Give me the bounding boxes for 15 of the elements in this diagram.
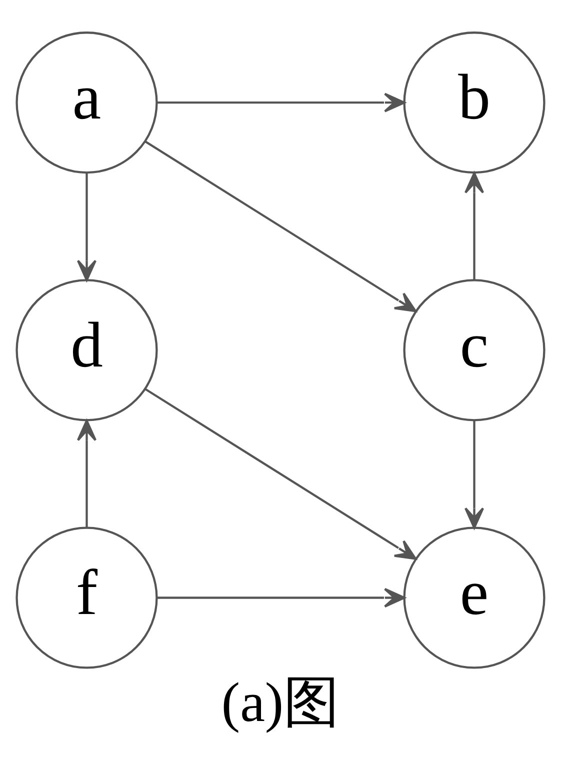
arrow bbox=[76, 172, 97, 281]
arrow bbox=[157, 587, 406, 608]
caption: (a)图 bbox=[221, 672, 340, 734]
arrow bbox=[145, 140, 417, 312]
node-circle: f bbox=[16, 526, 158, 668]
arrow bbox=[464, 420, 484, 528]
arrow bbox=[76, 419, 97, 528]
arrow bbox=[464, 172, 484, 280]
arrow bbox=[145, 388, 417, 560]
node-circle: d bbox=[16, 278, 158, 421]
node-circle: c bbox=[403, 278, 546, 421]
node-circle: a bbox=[16, 31, 158, 174]
node-circle: b bbox=[403, 31, 546, 174]
arrow bbox=[157, 92, 406, 112]
node-circle: e bbox=[403, 526, 546, 668]
